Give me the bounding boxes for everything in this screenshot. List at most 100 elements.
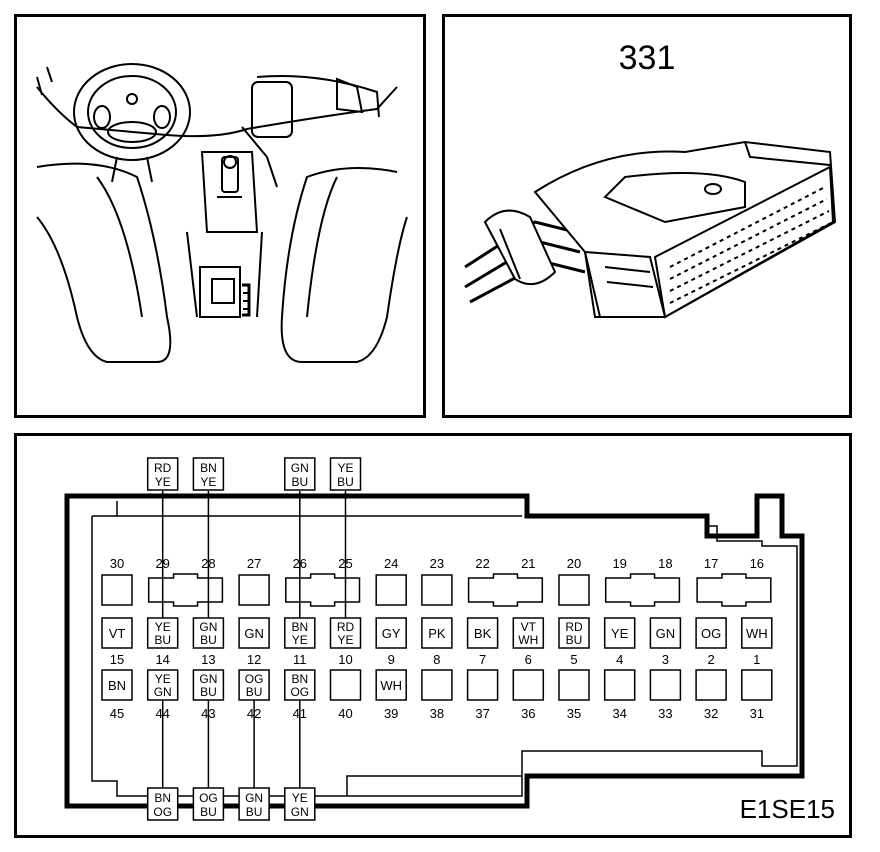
pin-socket (329, 617, 362, 649)
pin-number: 38 (430, 706, 444, 721)
pin-socket (329, 669, 362, 701)
wire-color-label: YE (337, 633, 353, 647)
pin-socket (558, 617, 590, 649)
pin-socket (146, 617, 179, 649)
pin-socket (284, 617, 316, 649)
callout-label: BU (291, 475, 308, 489)
pin-socket (558, 669, 590, 701)
double-socket (285, 573, 361, 607)
pin-socket (512, 617, 545, 649)
callout-label: YE (337, 461, 353, 475)
callout-label: BN (200, 461, 217, 475)
connector-illustration (464, 140, 837, 319)
callout-label: YE (292, 791, 308, 805)
pin-socket (695, 669, 727, 701)
pin-socket (192, 669, 225, 701)
pin-socket (421, 617, 453, 649)
wire-color-label: BN (108, 678, 126, 693)
pin-number: 37 (475, 706, 489, 721)
control-unit (199, 266, 241, 318)
wire-color-label: YE (155, 620, 171, 634)
pin-number: 21 (521, 556, 535, 571)
pin-number: 22 (475, 556, 489, 571)
wire-color-label: BU (200, 633, 217, 647)
pin-socket (101, 669, 133, 701)
pin-number: 14 (155, 652, 169, 667)
wire-color-label: BN (291, 620, 308, 634)
wire-color-label: YE (611, 626, 629, 641)
pin-socket (695, 617, 727, 649)
pin-number: 20 (567, 556, 581, 571)
wire-color-label: VT (521, 620, 537, 634)
wire-color-label: BU (200, 685, 217, 699)
pin-number: 40 (338, 706, 352, 721)
pin-number: 31 (750, 706, 764, 721)
pin-number: 27 (247, 556, 261, 571)
pin-socket (466, 669, 499, 701)
wire-color-label: GN (154, 685, 172, 699)
wire-color-label: GY (382, 626, 401, 641)
pin-number: 4 (616, 652, 623, 667)
figure-code: E1SE15 (739, 794, 835, 824)
callout-label: GN (291, 805, 309, 819)
socket (238, 574, 270, 606)
pin-socket (512, 669, 545, 701)
callout-label: GN (245, 791, 263, 805)
pin-socket (466, 617, 499, 649)
pin-number: 35 (567, 706, 581, 721)
callout-box (329, 457, 362, 491)
pin-number: 33 (658, 706, 672, 721)
connector-outline (64, 493, 805, 809)
pin-socket (741, 669, 773, 701)
connector-detail-panel: 331 (442, 14, 852, 418)
pin-socket (649, 669, 682, 701)
wire-color-label: GN (199, 620, 217, 634)
callout-label: BU (200, 805, 217, 819)
pin-number: 16 (750, 556, 764, 571)
wire-color-label: YE (155, 672, 171, 686)
callout-label: BU (337, 475, 354, 489)
pin-number: 2 (707, 652, 714, 667)
double-socket (604, 573, 681, 607)
double-socket (147, 573, 224, 607)
callout-label: BN (154, 791, 171, 805)
callout-label: BU (246, 805, 263, 819)
wire-color-label: YE (292, 633, 308, 647)
center-console (200, 151, 259, 233)
callout-box (192, 457, 225, 491)
wire-color-label: OG (701, 626, 721, 641)
callout-box (284, 787, 316, 821)
wire-color-label: RD (565, 620, 583, 634)
pin-number: 6 (525, 652, 532, 667)
callout-box (238, 787, 270, 821)
driver-seat (36, 162, 172, 363)
pin-number: 23 (430, 556, 444, 571)
callout-label: YE (200, 475, 216, 489)
pin-number: 36 (521, 706, 535, 721)
steering-wheel (73, 63, 191, 161)
wire-color-label: OG (245, 672, 264, 686)
wire-color-label: BU (246, 685, 263, 699)
interior-illustration (36, 63, 408, 363)
socket (421, 574, 453, 606)
wire-color-label: OG (290, 685, 309, 699)
wire-color-label: WH (518, 633, 538, 647)
pin-number: 15 (110, 652, 124, 667)
pin-number: 9 (388, 652, 395, 667)
pin-number: 39 (384, 706, 398, 721)
wire-color-label: BU (566, 633, 583, 647)
pin-number: 12 (247, 652, 261, 667)
callout-label: YE (155, 475, 171, 489)
double-socket (696, 573, 772, 607)
interior-location-panel (14, 14, 426, 418)
pin-socket (192, 617, 225, 649)
pin-socket (375, 669, 407, 701)
callout-box (146, 787, 179, 821)
pin-number: 34 (612, 706, 626, 721)
callout-label: RD (154, 461, 172, 475)
pin-socket (375, 617, 407, 649)
pin-socket (146, 669, 179, 701)
callout-label: OG (153, 805, 172, 819)
pin-number: 13 (201, 652, 215, 667)
